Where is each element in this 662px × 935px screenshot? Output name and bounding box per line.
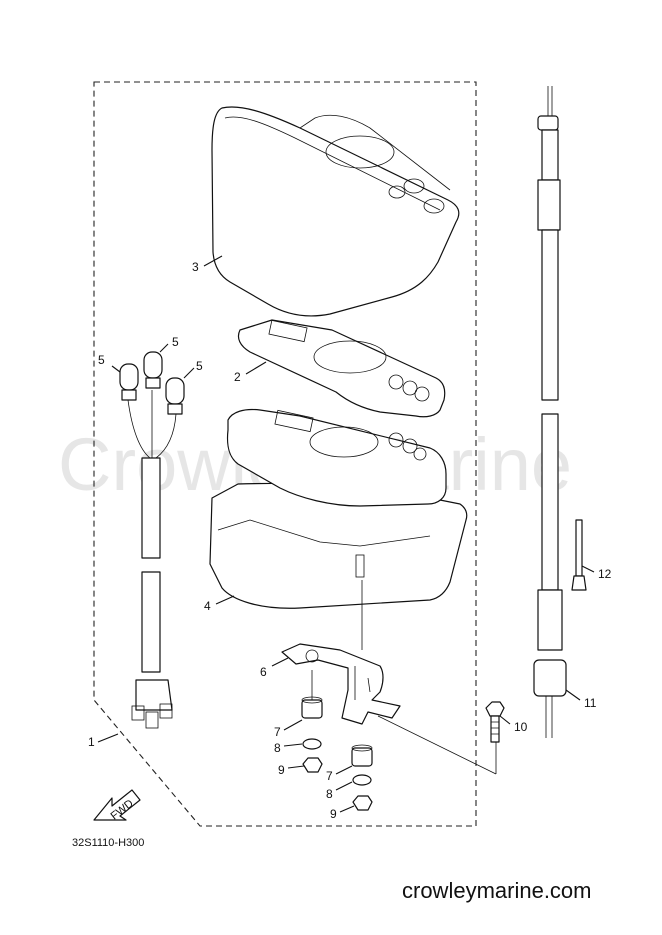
callout-8-right: 8 xyxy=(326,787,333,801)
footer-url[interactable]: crowleymarine.com xyxy=(402,878,592,903)
callout-4: 4 xyxy=(204,599,211,613)
leader-lines xyxy=(97,255,595,813)
assembly-boundary xyxy=(93,81,477,827)
part-6-bracket[interactable] xyxy=(281,643,401,725)
diagram-code: 32S1110-H300 xyxy=(72,837,144,849)
callout-3: 3 xyxy=(192,260,199,274)
wire-harness[interactable] xyxy=(127,390,177,729)
part-9-nut-right[interactable] xyxy=(352,795,373,811)
callout-1: 1 xyxy=(88,735,95,749)
callout-10: 10 xyxy=(514,720,528,734)
callout-11: 11 xyxy=(584,696,597,710)
callout-7-left: 7 xyxy=(274,725,281,739)
part-4-meter-assembly[interactable] xyxy=(209,408,468,609)
callout-12: 12 xyxy=(598,567,612,581)
callout-5-left: 5 xyxy=(98,353,105,367)
callout-9-right: 9 xyxy=(330,807,337,821)
callout-6: 6 xyxy=(260,665,267,679)
part-12-cable-tie[interactable] xyxy=(571,519,587,591)
part-5-bulb-right[interactable] xyxy=(165,377,185,415)
part-8-washer-right[interactable] xyxy=(352,774,372,786)
part-7-grommet-left[interactable] xyxy=(301,696,323,719)
callout-9-left: 9 xyxy=(278,763,285,777)
part-2-meter-lens[interactable] xyxy=(237,319,446,418)
part-11-speedometer-cable[interactable] xyxy=(533,86,567,738)
part-5-bulb-left[interactable] xyxy=(119,363,139,401)
part-9-nut-left[interactable] xyxy=(302,757,323,773)
callout-5-right: 5 xyxy=(196,359,203,373)
callout-2: 2 xyxy=(234,370,241,384)
fwd-arrow-icon: FWD xyxy=(93,789,141,822)
callout-8-left: 8 xyxy=(274,741,281,755)
part-3-meter-cover[interactable] xyxy=(211,106,460,317)
callout-7-right: 7 xyxy=(326,769,333,783)
part-5-bulb-center[interactable] xyxy=(143,351,163,389)
part-8-washer-left[interactable] xyxy=(302,738,322,750)
part-10-bolt[interactable] xyxy=(485,701,505,743)
part-7-grommet-right[interactable] xyxy=(351,744,373,767)
callout-5-center: 5 xyxy=(172,335,179,349)
